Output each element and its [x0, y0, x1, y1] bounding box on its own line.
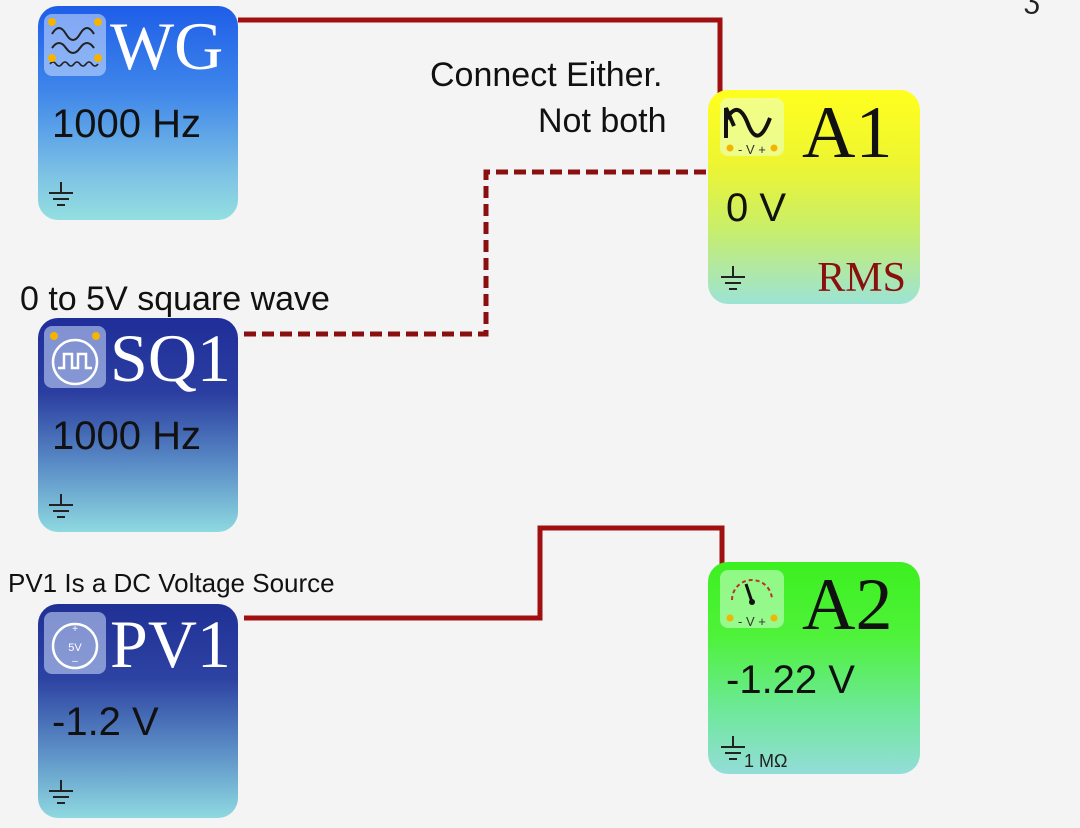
wire-sq1-a1-dashed[interactable] [244, 169, 738, 337]
ground-icon [49, 780, 73, 804]
sine-waves-icon [44, 14, 106, 76]
corner-glyph: ʒ [1024, 0, 1040, 16]
voltage-readout: 0 V [726, 186, 787, 230]
connect-note-line2: Not both [538, 102, 667, 140]
ground-icon [49, 494, 73, 518]
block-title: WG [110, 8, 224, 84]
connect-note-line1: Connect Either. [430, 56, 663, 94]
voltage-readout: -1.22 V [726, 658, 855, 702]
dc-source-voltage-label: 5V [68, 642, 82, 654]
ground-icon [49, 182, 73, 206]
block-title: SQ1 [110, 320, 231, 396]
ground-icon [721, 266, 745, 290]
block-title: A1 [802, 92, 893, 174]
block-title: A2 [802, 564, 893, 646]
wire-wg-a1[interactable] [238, 17, 723, 100]
voltage-readout[interactable]: -1.2 V [52, 700, 159, 744]
dc-source-icon: + – 5V [44, 612, 106, 674]
terminal-label: - V + [738, 614, 766, 629]
block-a1[interactable]: - V + A1 0 V RMS [708, 90, 920, 304]
input-impedance[interactable]: 1 MΩ [744, 751, 788, 771]
square-wave-icon [44, 326, 106, 388]
wire-pv1-a2[interactable] [244, 525, 725, 621]
voltmeter-gauge-icon: - V + [720, 570, 784, 629]
block-sq1[interactable]: SQ1 1000 Hz [38, 318, 238, 532]
pv1-description: PV1 Is a DC Voltage Source [8, 568, 335, 598]
block-pv1[interactable]: + – 5V PV1 -1.2 V [38, 604, 238, 818]
square-wave-note: 0 to 5V square wave [20, 280, 330, 318]
ground-icon [721, 736, 745, 760]
block-title: PV1 [110, 606, 231, 682]
terminal-label: - V + [738, 142, 766, 157]
measurement-mode[interactable]: RMS [817, 255, 906, 301]
block-wg[interactable]: WG 1000 Hz [38, 6, 238, 220]
frequency-readout[interactable]: 1000 Hz [52, 102, 201, 146]
svg-text:–: – [72, 656, 78, 667]
block-a2[interactable]: - V + A2 -1.22 V 1 MΩ [708, 562, 920, 774]
oscilloscope-icon: - V + [720, 98, 784, 157]
frequency-readout[interactable]: 1000 Hz [52, 414, 201, 458]
svg-text:+: + [72, 624, 78, 635]
